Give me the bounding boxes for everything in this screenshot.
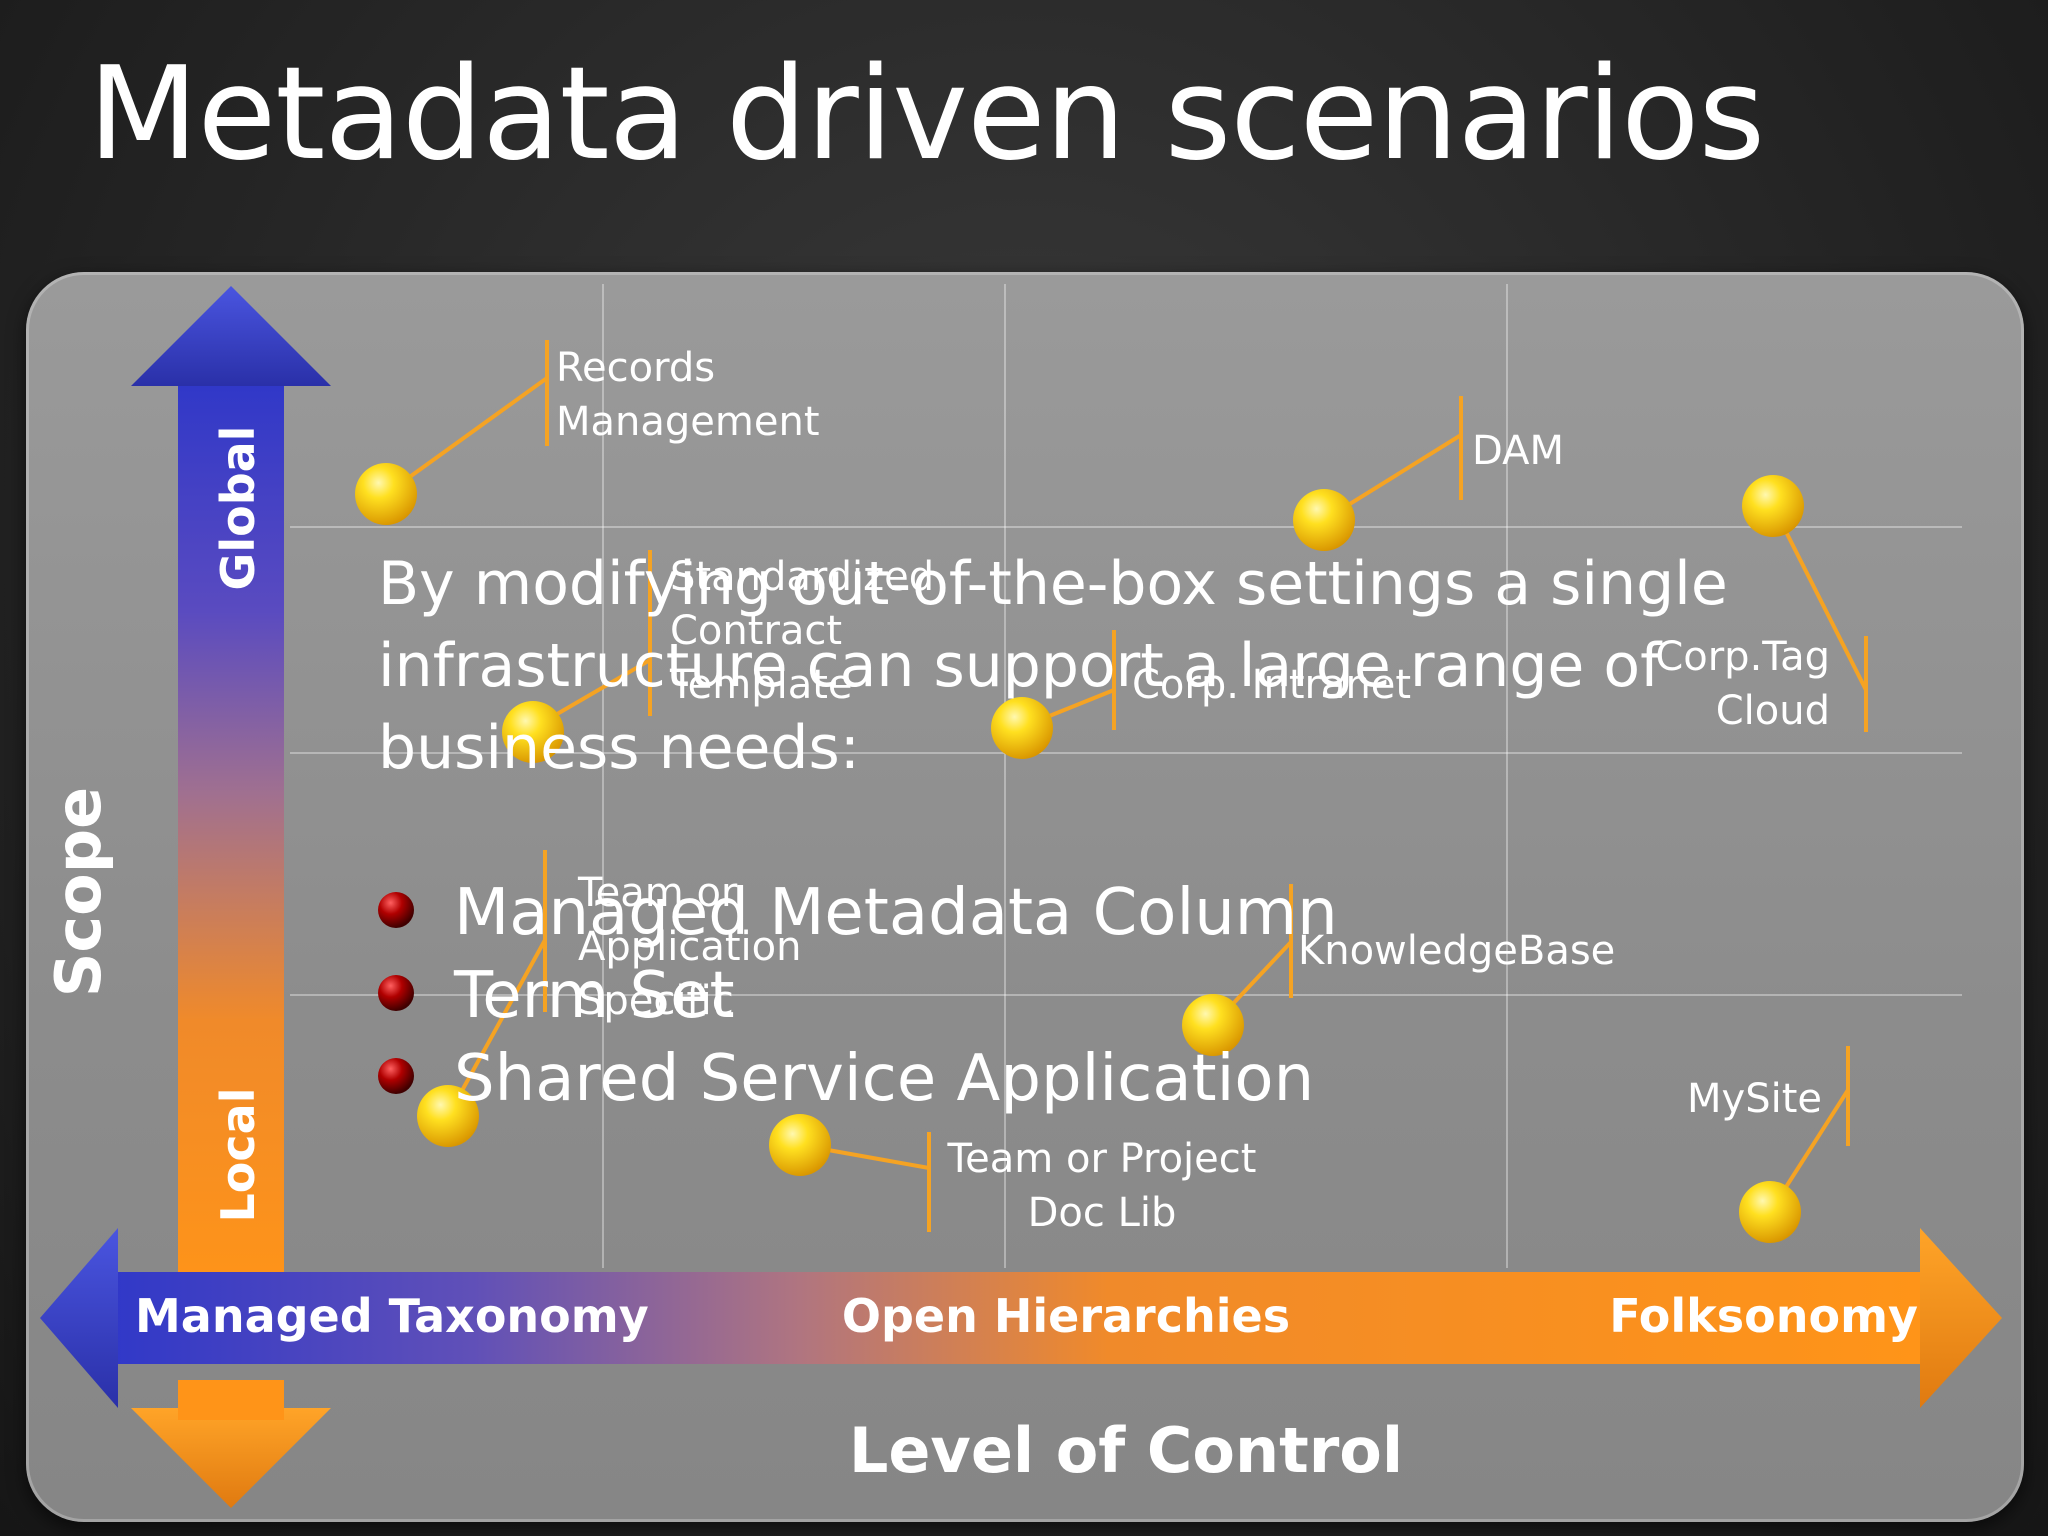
bullet-marker-3 (378, 1058, 414, 1094)
dot-knowledgebase (1182, 994, 1244, 1056)
statement-line-1: By modifying out-of-the-box settings a s… (378, 549, 1728, 619)
scope-arrow (131, 286, 331, 1508)
label-team-doclib-line1: Team or Project (947, 1136, 1257, 1182)
label-team-app-line3: Specific (578, 978, 734, 1024)
axis-label-open-hierarchies: Open Hierarchies (842, 1289, 1290, 1343)
bullet-marker-1 (378, 892, 414, 928)
axis-label-managed-taxonomy: Managed Taxonomy (135, 1289, 649, 1343)
dot-intranet (991, 697, 1053, 759)
bullet-item-3: Shared Service Application (454, 1042, 1314, 1116)
scenario-labels: Records Management DAM Standardized Cont… (556, 345, 1830, 1236)
bullet-item-2: Term Set (453, 959, 735, 1033)
label-intranet: Corp. Intranet (1132, 662, 1411, 708)
label-team-doclib-line2: Doc Lib (1028, 1190, 1177, 1236)
statement-line-2: infrastructure can support a large range… (378, 631, 1663, 701)
dot-team-doclib (769, 1114, 831, 1176)
overlay-statement: By modifying out-of-the-box settings a s… (378, 549, 1728, 783)
label-tagcloud-line1: Corp.Tag (1655, 634, 1830, 680)
bullet-list: Managed Metadata Column Term Set Shared … (378, 876, 1338, 1116)
scenario-dots (355, 463, 1804, 1243)
axis-label-folksonomy: Folksonomy (1609, 1289, 1918, 1343)
label-records-line2: Management (556, 399, 820, 445)
slide-title: Metadata driven scenarios (88, 40, 1765, 189)
dot-mysite (1739, 1181, 1801, 1243)
axis-title-level-of-control: Level of Control (849, 1414, 1403, 1487)
bullet-marker-2 (378, 975, 414, 1011)
dot-dam (1293, 489, 1355, 551)
scope-arrow-shaft (178, 384, 284, 1294)
scope-arrow-shaft-end (178, 1380, 284, 1420)
label-team-app-line1: Team or (577, 870, 738, 916)
scope-arrow-head-up (131, 286, 331, 386)
label-standardized-line3: Template (669, 662, 853, 708)
axis-label-global: Global (211, 426, 265, 591)
dot-tagcloud (1742, 475, 1804, 537)
label-tagcloud-line2: Cloud (1716, 688, 1830, 734)
label-team-app-line2: Application (578, 924, 802, 970)
grid-lines (290, 284, 1962, 1268)
control-arrow (40, 1228, 2002, 1408)
label-mysite: MySite (1687, 1076, 1822, 1122)
control-arrow-shaft (110, 1272, 1925, 1364)
dot-records (355, 463, 417, 525)
label-standardized-line2: Contract (670, 608, 842, 654)
leader-records (384, 376, 549, 496)
leader-tagcloud (1771, 505, 1868, 691)
control-arrow-head-right (1920, 1228, 2002, 1408)
label-standardized-line1: Standardized (670, 554, 934, 600)
dot-standardized (502, 701, 564, 763)
dot-team-app (417, 1085, 479, 1147)
bullet-item-1: Managed Metadata Column (454, 876, 1338, 950)
statement-line-3: business needs: (378, 713, 860, 783)
axis-title-scope: Scope (42, 787, 115, 997)
leader-team-app (446, 939, 547, 1117)
label-records-line1: Records (556, 345, 715, 391)
axis-label-local: Local (211, 1088, 265, 1223)
scope-arrow-head-down (131, 1408, 331, 1508)
label-dam: DAM (1472, 428, 1564, 474)
control-arrow-head-left (40, 1228, 118, 1408)
label-knowledgebase: KnowledgeBase (1298, 928, 1615, 974)
